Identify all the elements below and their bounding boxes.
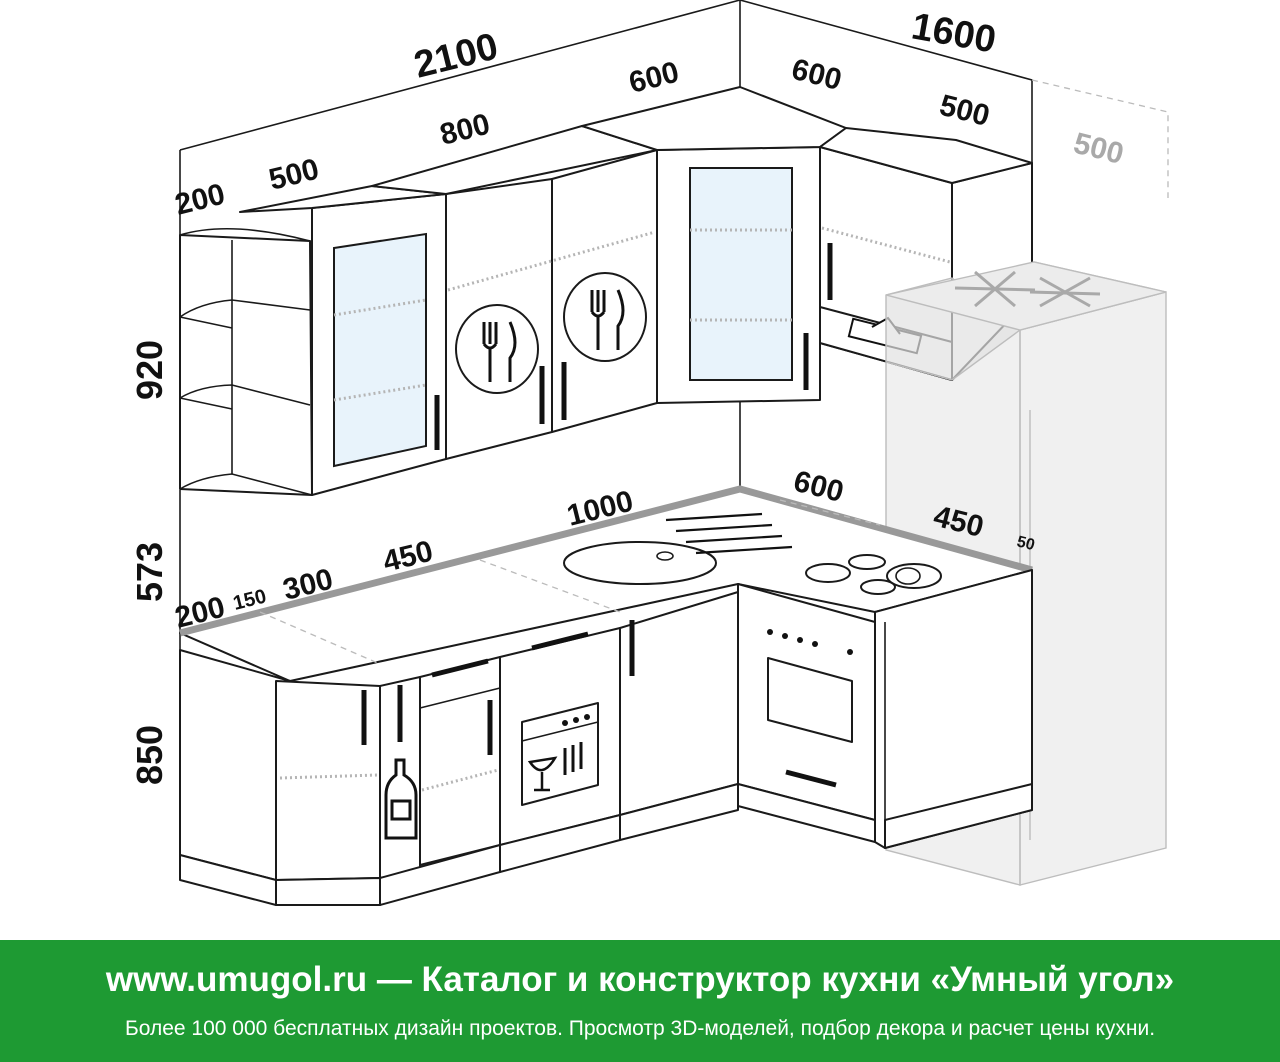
- sink-drainboard: [665, 512, 793, 555]
- dim-top-800: 800: [437, 108, 494, 152]
- freezer-box: [885, 261, 1167, 381]
- upper-cabinets: [179, 86, 1033, 496]
- dim-top-600-left: 600: [626, 56, 683, 100]
- dim-top-500-right: 500: [936, 89, 993, 133]
- dim-total-right: 1600: [908, 6, 999, 62]
- site-banner: www.umugol.ru — Каталог и конструктор ку…: [0, 940, 1280, 1062]
- cutlery-icon: [482, 289, 625, 382]
- banner-title[interactable]: www.umugol.ru — Каталог и конструктор ку…: [105, 960, 1175, 999]
- dim-top-600-right: 600: [788, 53, 845, 97]
- bottle-icon: [384, 758, 418, 840]
- dim-total-left: 2100: [410, 26, 502, 87]
- dishwasher-icon: [521, 702, 599, 806]
- wall-outline: [179, 0, 1169, 650]
- hob-burners: [805, 554, 942, 595]
- dim-top-500: 500: [266, 153, 323, 197]
- snowflake-icon: [954, 270, 1101, 308]
- banner-subtitle: Более 100 000 бесплатных дизайн проектов…: [124, 1017, 1156, 1040]
- dim-height-upper: 920: [129, 340, 170, 400]
- dim-base-50: 50: [1015, 533, 1036, 554]
- kitchen-drawing: 2100 1600 200 500 800 600 600 500 500 92…: [129, 0, 1169, 906]
- dim-height-base: 850: [129, 725, 170, 785]
- dim-height-gap: 573: [129, 542, 170, 602]
- dim-fridge-500: 500: [1070, 127, 1127, 171]
- base-cabinets: [179, 569, 1033, 906]
